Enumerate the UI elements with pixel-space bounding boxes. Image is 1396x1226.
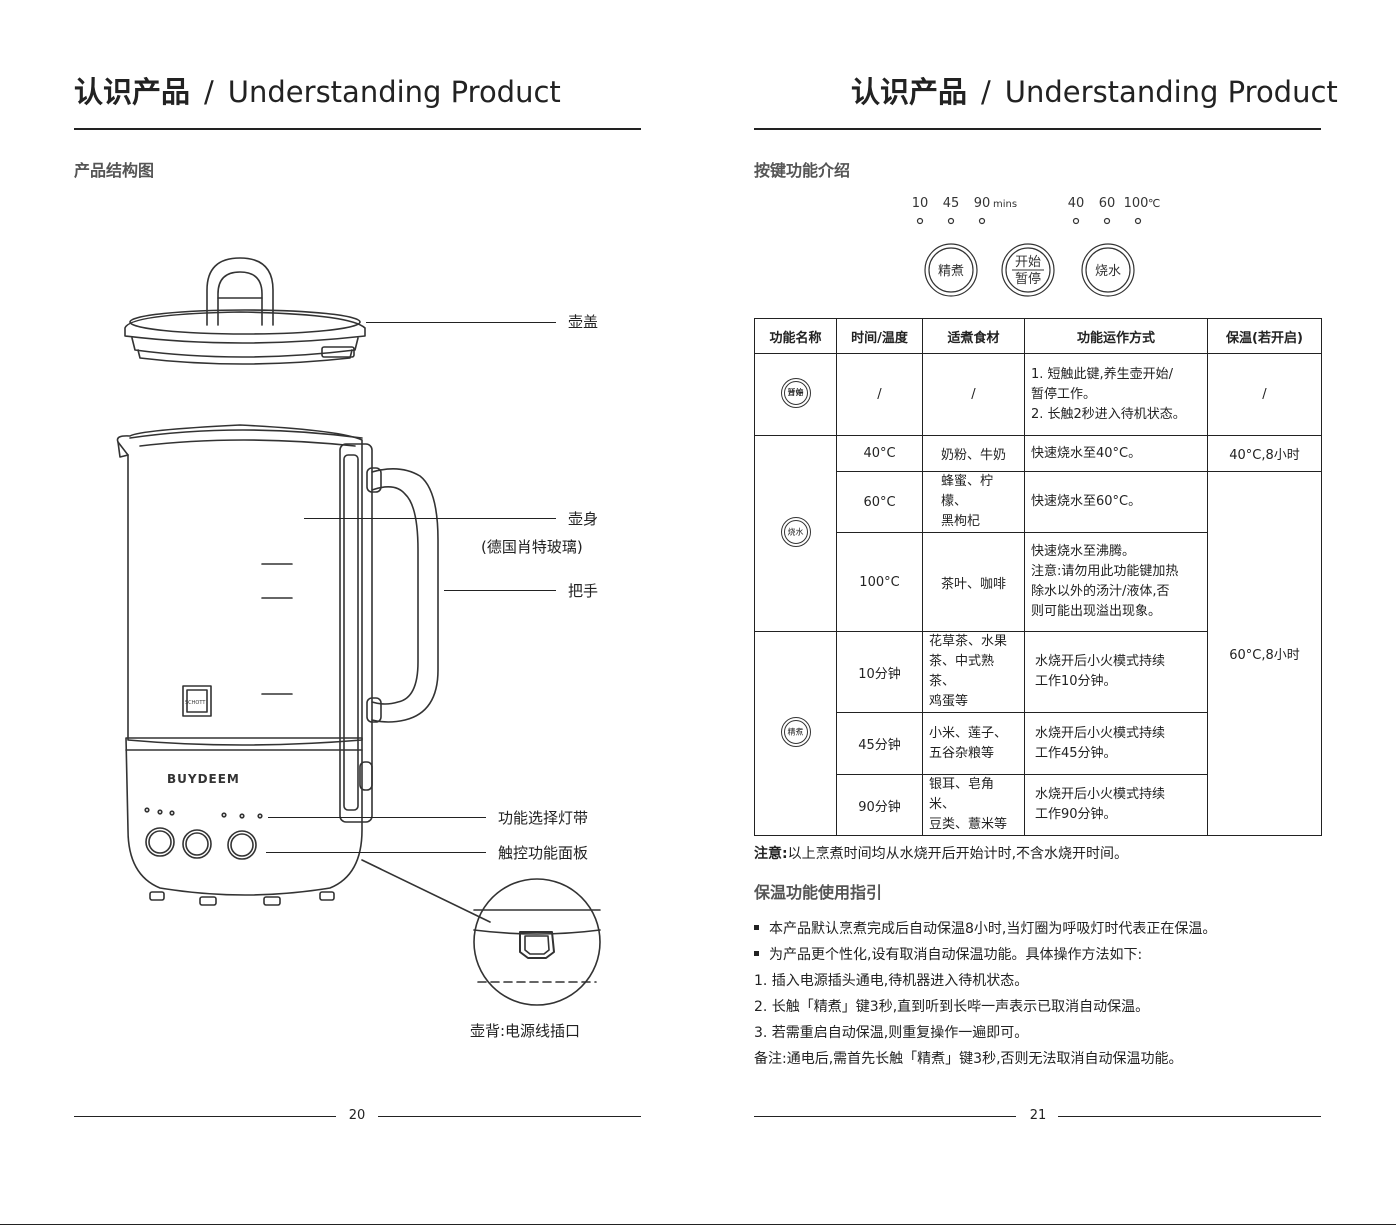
label-body: 壶身 [568,510,599,528]
table-row: 45分钟 小米、莲子、 五谷杂粮等 水烧开后小火模式持续 工作45分钟。 [755,712,1322,775]
right-page: 认识产品/Understanding Product 按键功能介绍 10 45 … [698,0,1396,1226]
list-item: 3. 若需重启自动保温,则重复操作一遍即可。 [754,1025,1029,1041]
table-row: 60°C 蜂蜜、柠檬、 黑枸杞 快速烧水至60°C。 60°C,8小时 [755,471,1322,836]
schott-text: SCHOTT [185,700,206,706]
label-back: 壶背:电源线插口 [470,1022,581,1040]
list-item: 为产品更个性化,设有取消自动保温功能。具体操作方法如下: [754,944,1142,964]
table-row: 烧水 40°C 奶粉、牛奶 快速烧水至40°C。 40°C,8小时 [754,435,1322,632]
svg-text:40: 40 [1068,196,1085,211]
remark: 备注:通电后,需首先长触「精煮」键3秒,否则无法取消自动保温功能。 [754,1051,1183,1067]
table-row: 精煮 10分钟 花草茶、水果 茶、中式熟茶、 鸡蛋等 水烧开后小火模式持续 工作… [754,631,1322,836]
start-button-label-top: 开始 [1015,255,1041,270]
boil-button-label: 烧水 [1095,264,1121,279]
section-keys: 按键功能介绍 [754,161,851,180]
svg-text:10: 10 [912,196,929,211]
svg-text:60: 60 [1099,196,1116,211]
stew-icon: 精煮 [780,716,811,747]
table-row: 90分钟 银耳、皂角米、 豆类、薏米等 水烧开后小火模式持续 工作90分钟。 [755,774,1322,836]
label-handle: 把手 [568,582,599,600]
footer-rule-right [378,1116,641,1117]
handle-leader [444,590,556,591]
svg-text:100: 100 [1124,196,1149,211]
svg-text:mins: mins [993,199,1017,210]
header-rule [74,128,641,130]
page-title-left: 认识产品/Understanding Product [74,75,561,109]
page-title-right: 认识产品/Understanding Product [851,75,1338,109]
kettle-illustration: BUYDEEM SCHOTT [116,257,601,1006]
table-row: 100°C 茶叶、咖啡 快速烧水至沸腾。 注意:请勿用此功能键加热 除水以外的汤… [755,532,1322,632]
body-leader [304,518,556,519]
lid-leader [366,322,556,323]
touch-panel-leader [266,852,486,853]
label-light-band: 功能选择灯带 [498,809,589,827]
start-pause-icon: 开始暂停 [780,377,811,408]
cooking-note: 注意:以上烹煮时间均从水烧开后开始计时,不含水烧开时间。 [754,846,1129,862]
table-header-row: 功能名称 时间/温度 适煮食材 功能运作方式 保温(若开启) [754,318,1322,354]
label-lid: 壶盖 [568,313,599,331]
key-panel-diagram: 10 45 90 mins 40 60 100 ℃ 精煮 开始 暂停 烧水 [912,196,1160,297]
section-structure: 产品结构图 [74,161,155,180]
bullet-icon [754,950,759,956]
label-body-sub: (德国肖特玻璃) [481,538,583,556]
left-page: 认识产品/Understanding Product 产品结构图 [74,75,641,1123]
list-item: 1. 插入电源插头通电,待机器进入待机状态。 [754,973,1029,989]
light-band-leader [268,817,486,818]
keep-warm-merged: 60°C,8小时 [1207,471,1322,836]
page-number-left: 20 [348,1108,366,1123]
footer-rule-right [1058,1116,1321,1117]
label-touch-panel: 触控功能面板 [498,844,589,862]
svg-text:℃: ℃ [1148,197,1160,210]
footer-rule-left [754,1116,1016,1117]
bullet-icon [754,924,759,930]
stew-button-label: 精煮 [938,264,964,279]
list-item: 2. 长触「精煮」键3秒,直到听到长哔一声表示已取消自动保温。 [754,999,1150,1015]
brand-text: BUYDEEM [167,772,240,786]
section-keep-warm: 保温功能使用指引 [754,883,883,902]
svg-text:45: 45 [943,196,960,211]
header-rule [754,128,1321,130]
list-item: 本产品默认烹煮完成后自动保温8小时,当灯圈为呼吸灯时代表正在保温。 [754,918,1216,938]
footer-rule-left [74,1116,336,1117]
svg-text:90: 90 [974,196,991,211]
function-table: 功能名称 时间/温度 适煮食材 功能运作方式 保温(若开启) 开始暂停 / / … [754,318,1322,836]
lid-knob-icon [206,257,274,326]
bottom-border [0,1224,1396,1225]
page-number-right: 21 [1029,1108,1047,1123]
boil-icon: 烧水 [780,516,811,547]
start-button-label-bottom: 暂停 [1015,271,1041,287]
table-row: 开始暂停 / / 1. 短触此键,养生壶开始/ 暂停工作。 2. 长触2秒进入待… [754,353,1322,436]
